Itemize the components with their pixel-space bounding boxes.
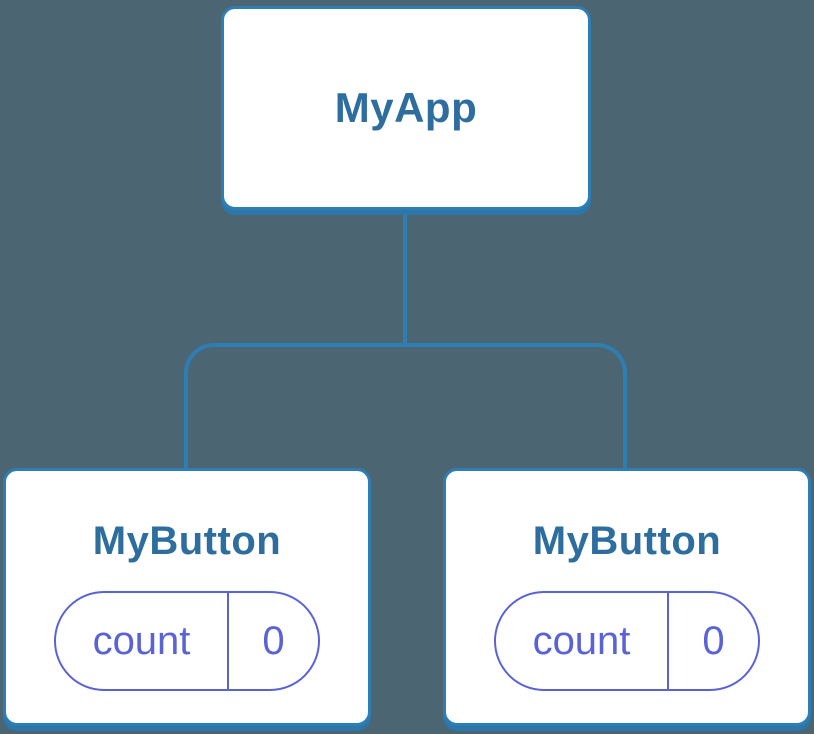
node-myapp-label: MyApp xyxy=(334,84,478,131)
node-myapp: MyApp xyxy=(221,6,591,210)
connector-branch-bracket xyxy=(184,343,627,470)
state-value-left: 0 xyxy=(262,618,285,663)
state-pill-left: count 0 xyxy=(54,591,320,691)
state-key-left: count xyxy=(56,593,229,689)
state-value-right: 0 xyxy=(702,618,725,663)
node-mybutton-right-label: MyButton xyxy=(532,519,722,563)
node-mybutton-right: MyButton count 0 xyxy=(443,468,811,726)
connector-root-stem xyxy=(403,214,407,345)
state-pill-right: count 0 xyxy=(494,591,760,691)
state-key-right: count xyxy=(496,593,669,689)
node-mybutton-left-label: MyButton xyxy=(92,519,282,563)
node-mybutton-left: MyButton count 0 xyxy=(3,468,371,726)
